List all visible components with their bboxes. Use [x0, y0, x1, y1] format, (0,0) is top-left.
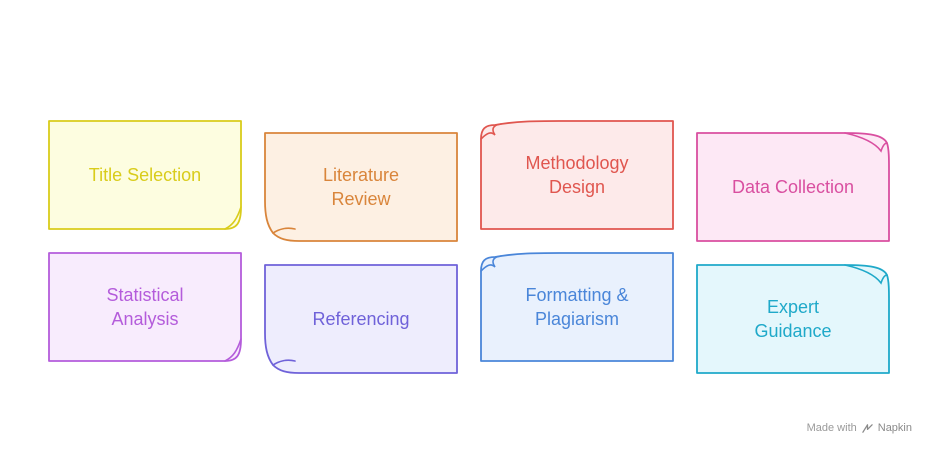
card-label: Literature Review [322, 165, 400, 209]
watermark-brand: Napkin [877, 422, 912, 434]
card-label: Data Collection [731, 177, 855, 197]
card-curl [844, 264, 888, 285]
card-shape [696, 264, 890, 374]
card-title-selection: Title Selection [48, 120, 242, 230]
card-shape [264, 264, 458, 374]
card-expert-guidance: Expert Guidance [696, 264, 890, 374]
card-label: Referencing [312, 309, 410, 329]
watermark-prefix: Made with [806, 422, 857, 434]
card-data-collection: Data Collection [696, 132, 890, 242]
card-curl [844, 132, 888, 153]
card-shape [48, 120, 242, 230]
card-curl [224, 206, 242, 230]
napkin-logo-icon [862, 423, 873, 433]
card-outline [480, 120, 674, 230]
card-shape [480, 252, 674, 362]
card-shape [696, 132, 890, 242]
card-label: Formatting & Plagiarism [525, 285, 629, 329]
card-referencing: Referencing [264, 264, 458, 374]
card-formatting-plagiarism: Formatting & Plagiarism [480, 252, 674, 362]
card-shape [480, 120, 674, 230]
card-label: Title Selection [88, 165, 202, 185]
card-label: Methodology Design [525, 153, 629, 197]
card-label: Expert Guidance [754, 297, 832, 341]
card-literature-review: Literature Review [264, 132, 458, 242]
card-shape [264, 132, 458, 242]
card-shape [48, 252, 242, 362]
card-outline [480, 252, 674, 362]
card-curl [272, 227, 296, 234]
card-curl [480, 255, 502, 272]
napkin-watermark[interactable]: Made with Napkin [807, 422, 912, 434]
card-methodology-design: Methodology Design [480, 120, 674, 230]
card-statistical-analysis: Statistical Analysis [48, 252, 242, 362]
card-curl [272, 359, 296, 366]
card-curl [224, 338, 242, 362]
card-label: Statistical Analysis [106, 285, 184, 329]
card-curl [480, 123, 502, 140]
